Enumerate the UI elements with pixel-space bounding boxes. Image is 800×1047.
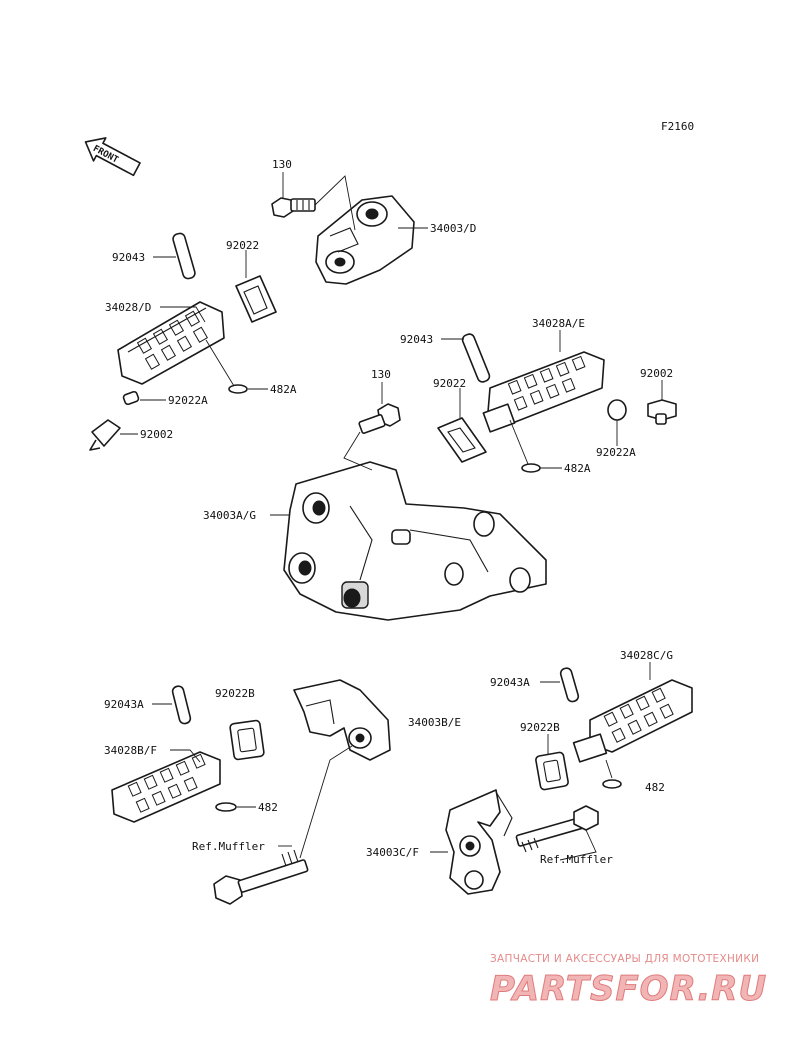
watermark-caption: ЗАПЧАСТИ И АКСЕССУАРЫ ДЛЯ МОТОТЕХНИКИ [490, 953, 759, 965]
bolt-ref-muffler-left [213, 849, 309, 905]
label-92022a-left: 92022A [168, 394, 208, 407]
spring-92022-right [437, 417, 487, 463]
label-482a-right: 482A [564, 462, 591, 475]
label-92022b-right: 92022B [520, 721, 560, 734]
washer-482-right [602, 779, 622, 789]
bracket-34003ag [283, 461, 547, 621]
bolt-92002-right [647, 399, 677, 425]
label-34003-be: 34003B/E [408, 716, 461, 729]
label-34003-d: 34003/D [430, 222, 476, 235]
label-92022-top: 92022 [226, 239, 259, 252]
label-482-right: 482 [645, 781, 665, 794]
clip-92022a-left [122, 390, 140, 406]
washer-482a-left [228, 384, 248, 394]
footpeg-34028bf [111, 751, 221, 823]
label-92002-right: 92002 [640, 367, 673, 380]
label-92043a-left: 92043A [104, 698, 144, 711]
pin-92043a-right [559, 667, 580, 703]
watermark-brand: PARTSFOR.RU [490, 969, 767, 1009]
front-arrow-icon: FRONT [84, 137, 141, 177]
footpeg-34028cg [572, 679, 693, 763]
washer-482-left [215, 802, 237, 812]
label-34003-cf: 34003C/F [366, 846, 419, 859]
label-34028-cg: 34028C/G [620, 649, 673, 662]
spring-92022b-left [229, 719, 265, 761]
label-34028-d: 34028/D [105, 301, 151, 314]
label-34028-ae: 34028A/E [532, 317, 585, 330]
label-130-top: 130 [272, 158, 292, 171]
label-92022a-right: 92022A [596, 446, 636, 459]
label-34028-bf: 34028B/F [104, 744, 157, 757]
bolt-130-mid [358, 403, 401, 434]
figure-code: F2160 [661, 120, 694, 133]
bolt-92002-left [89, 419, 121, 451]
label-92002-left: 92002 [140, 428, 173, 441]
clip-92022a-right [607, 399, 627, 421]
washer-482a-right [521, 463, 541, 473]
spring-92022b-right [535, 751, 569, 791]
label-ref-muffler-right: Ref.Muffler [540, 853, 613, 866]
label-482a-left: 482A [270, 383, 297, 396]
label-92043a-right: 92043A [490, 676, 530, 689]
bolt-ref-muffler-right [515, 805, 599, 853]
label-92043-right: 92043 [400, 333, 433, 346]
spring-92022-top [235, 275, 277, 323]
label-482-left: 482 [258, 801, 278, 814]
pin-92043-top [172, 232, 196, 280]
bracket-34003be [293, 679, 391, 761]
pin-92043-right [461, 333, 491, 383]
bolt-130-top [271, 197, 316, 218]
label-ref-muffler-left: Ref.Muffler [192, 840, 265, 853]
bracket-34003d [315, 195, 415, 285]
label-92022b-left: 92022B [215, 687, 255, 700]
label-92043-top: 92043 [112, 251, 145, 264]
label-34003-ag: 34003A/G [203, 509, 256, 522]
footpeg-34028ae [482, 351, 605, 433]
footpeg-34028d [117, 301, 225, 385]
bracket-34003cf [445, 789, 513, 895]
label-92022-right: 92022 [433, 377, 466, 390]
pin-92043a-left [171, 685, 192, 725]
label-130-mid: 130 [371, 368, 391, 381]
